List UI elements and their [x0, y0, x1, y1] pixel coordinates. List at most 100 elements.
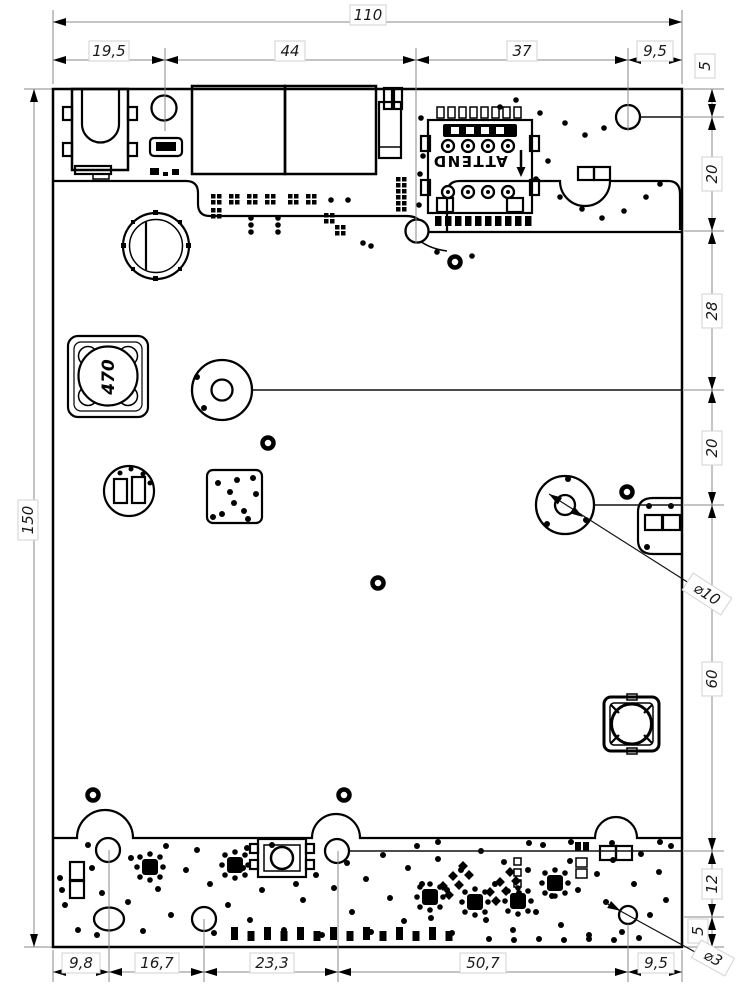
svg-text:20: 20: [703, 438, 721, 457]
pad-hole-dia10: [534, 474, 596, 536]
pcb-board: [51, 87, 684, 949]
via-dot: [472, 912, 478, 918]
via-dot: [621, 208, 627, 214]
via-dot: [427, 907, 433, 913]
diamond-pad: [491, 896, 501, 906]
via-dot: [492, 881, 498, 887]
via-dot: [89, 865, 95, 871]
dimension-arrowhead: [708, 377, 716, 390]
via-dot: [349, 909, 355, 915]
via-dot: [222, 872, 228, 878]
fiducial-hole-center-top: [404, 218, 430, 244]
svg-text:110: 110: [354, 6, 383, 24]
via-dot: [536, 936, 542, 942]
via-dot: [242, 852, 248, 858]
qfn-chips: [134, 849, 571, 918]
pad-cluster-dot: [294, 194, 299, 199]
via-dot: [533, 176, 539, 182]
via-dot: [594, 871, 600, 877]
inductor-label: 470: [99, 359, 119, 396]
pad-cluster-dot: [253, 194, 258, 199]
dimension-arrowhead: [30, 89, 38, 102]
dim-label-top-0: 19,5: [88, 40, 130, 62]
via-dot: [328, 197, 334, 203]
svg-text:19,5: 19,5: [92, 42, 125, 60]
svg-text:37: 37: [512, 42, 532, 60]
plated-via: [370, 575, 386, 591]
dim-label-right-5: 12: [701, 868, 723, 900]
reference-lines: [233, 116, 683, 852]
pad-cluster-dot: [312, 194, 317, 199]
via-dot: [611, 937, 617, 943]
dimension-arrowhead: [708, 390, 716, 403]
via-dot: [482, 909, 488, 915]
via-dot: [502, 898, 508, 904]
dimension-arrowhead: [165, 56, 178, 64]
barrel-jack: [61, 87, 139, 180]
via-dot: [444, 887, 450, 893]
pad-cluster-dot: [294, 200, 299, 205]
via-dot: [434, 249, 440, 255]
via-dot: [533, 909, 539, 915]
via-dot: [125, 899, 131, 905]
pad-cluster-dot: [247, 200, 252, 205]
chip-component-top-right: [576, 165, 612, 182]
via-dot: [134, 864, 140, 870]
edge-pad: [247, 931, 255, 941]
via-dot: [160, 864, 166, 870]
pad-cluster-dot: [402, 195, 407, 200]
via-dot: [537, 110, 543, 116]
holes: [92, 94, 642, 933]
via-dot: [505, 908, 511, 914]
via-dot: [657, 181, 663, 187]
plated-vias: [85, 254, 635, 803]
edge-tab-outline: [636, 496, 682, 556]
via-dot: [525, 867, 531, 873]
pad-cluster-dot: [229, 200, 234, 205]
via-dot: [562, 890, 568, 896]
diamond-pad: [464, 870, 474, 880]
via-dot: [147, 877, 153, 883]
connector-housing-right: [283, 84, 378, 176]
via-dot: [345, 197, 351, 203]
via-dot: [168, 912, 174, 918]
via-dot: [62, 902, 68, 908]
edge-pad: [429, 927, 436, 940]
via-dot: [247, 917, 253, 923]
extension-lines-through: [108, 48, 629, 982]
diamond-pad: [505, 867, 515, 877]
via-dot: [137, 854, 143, 860]
via-dot: [638, 851, 644, 857]
dim-label-right-4: 60: [701, 661, 723, 697]
dimension-arrowhead: [191, 968, 204, 976]
via-dot: [222, 852, 228, 858]
via-dot: [610, 857, 616, 863]
via-dot: [417, 171, 423, 177]
via-dot: [513, 97, 519, 103]
via-dot: [248, 215, 254, 221]
via-dot: [57, 875, 63, 881]
sim-orientation-arrowhead: [516, 167, 526, 177]
pad-cluster-dot: [396, 201, 401, 206]
via-dot: [599, 215, 605, 221]
via-dot: [435, 839, 441, 845]
via-dot: [344, 860, 350, 866]
via-dot: [59, 887, 65, 893]
pad-cluster-dot: [341, 225, 346, 230]
via-dot: [528, 898, 534, 904]
dimension-arrowhead: [708, 104, 716, 117]
vertical-component: [377, 86, 404, 160]
pad-cluster-dot: [306, 194, 311, 199]
via-dot: [85, 842, 91, 848]
via-dot: [232, 849, 238, 855]
via-dot: [586, 936, 592, 942]
diamond-pad: [511, 876, 521, 886]
dim-label-bottom-4: 9,5: [637, 952, 675, 974]
via-dot: [511, 937, 517, 943]
via-dot: [419, 881, 425, 887]
connector-housing-left: [190, 84, 287, 176]
bottom-edge-pad-row: [231, 927, 642, 943]
edge-pad: [346, 931, 354, 941]
pad-cluster-dot: [402, 207, 407, 212]
